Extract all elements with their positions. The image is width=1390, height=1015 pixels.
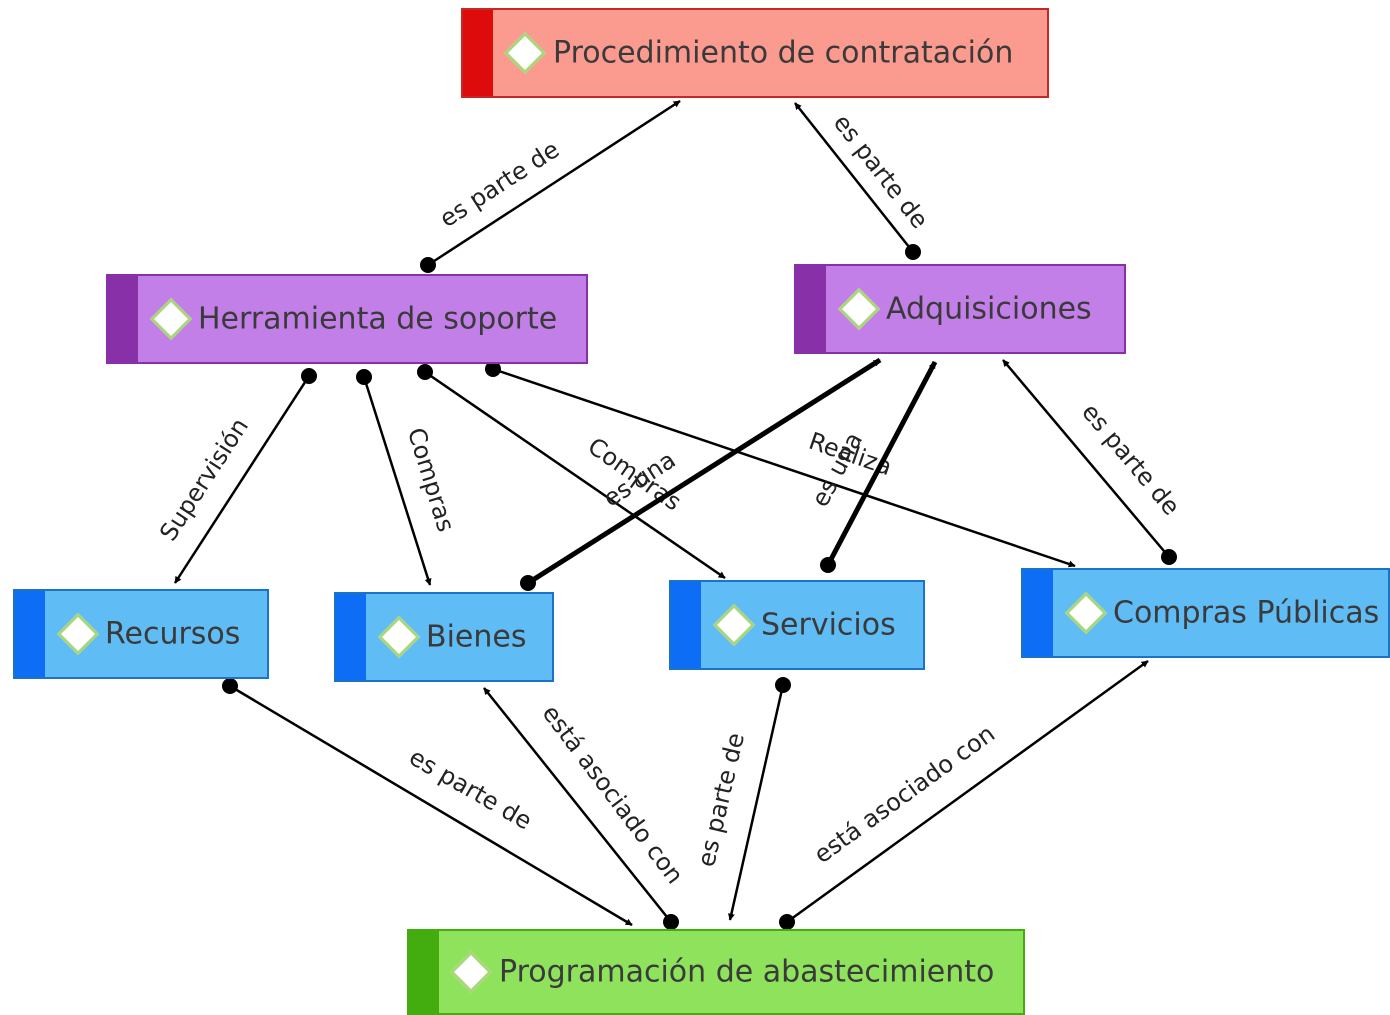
node-stripe bbox=[108, 276, 138, 362]
link-source-dot bbox=[485, 361, 501, 377]
node-label: Bienes bbox=[426, 619, 527, 655]
node-stripe bbox=[796, 266, 826, 352]
node-label: Compras Públicas bbox=[1113, 595, 1380, 631]
link-source-dot bbox=[820, 557, 836, 573]
node-label: Adquisiciones bbox=[886, 291, 1092, 327]
node-label: Programación de abastecimiento bbox=[499, 954, 995, 990]
node-label: Servicios bbox=[761, 607, 896, 643]
link-label: es parte de bbox=[1076, 398, 1185, 521]
node-procedimiento-de-contratacion[interactable]: Procedimiento de contratación bbox=[461, 8, 1049, 98]
diamond-icon bbox=[449, 950, 493, 994]
link-programacion-to-compras_publicas[interactable]: está asociado con bbox=[779, 659, 1149, 930]
link-herramienta-to-procedimiento[interactable]: es parte de bbox=[420, 99, 681, 273]
node-label: Herramienta de soporte bbox=[198, 301, 558, 337]
link-herramienta-to-compras_publicas[interactable]: Realiza bbox=[485, 361, 1076, 568]
node-recursos[interactable]: Recursos bbox=[13, 589, 269, 679]
node-label: Recursos bbox=[105, 616, 241, 652]
diamond-icon bbox=[712, 603, 756, 647]
link-line bbox=[173, 375, 311, 584]
link-servicios-to-programacion[interactable]: es parte de bbox=[692, 677, 791, 921]
link-herramienta-to-recursos[interactable]: Supervisión bbox=[154, 368, 317, 584]
link-line bbox=[825, 360, 938, 567]
link-label: es parte de bbox=[828, 109, 934, 234]
link-label: es parte de bbox=[692, 730, 750, 869]
node-servicios[interactable]: Servicios bbox=[669, 580, 925, 670]
diamond-icon bbox=[1064, 591, 1108, 635]
link-label: está asociado con bbox=[809, 719, 1000, 869]
link-line bbox=[492, 367, 1076, 568]
node-stripe bbox=[15, 591, 45, 677]
node-compras-publicas[interactable]: Compras Públicas bbox=[1021, 568, 1390, 658]
link-label: es parte de bbox=[404, 743, 536, 836]
diamond-icon bbox=[56, 612, 100, 656]
link-source-dot bbox=[775, 677, 791, 693]
link-source-dot bbox=[417, 364, 433, 380]
link-line bbox=[526, 357, 882, 586]
node-bienes[interactable]: Bienes bbox=[334, 592, 554, 682]
diamond-icon bbox=[377, 615, 421, 659]
link-line bbox=[424, 370, 726, 580]
diamond-icon bbox=[149, 297, 193, 341]
link-line bbox=[229, 684, 633, 927]
link-line bbox=[786, 659, 1149, 924]
link-label: está asociado con bbox=[537, 700, 689, 889]
node-programacion-de-abastecimiento[interactable]: Programación de abastecimiento bbox=[407, 929, 1025, 1015]
link-label: Compras bbox=[402, 424, 460, 535]
node-herramienta-de-soporte[interactable]: Herramienta de soporte bbox=[106, 274, 588, 364]
link-line bbox=[427, 99, 681, 267]
link-line bbox=[1002, 359, 1170, 558]
node-stripe bbox=[336, 594, 366, 680]
link-source-dot bbox=[356, 369, 372, 385]
link-compras_publicas-to-adquisiciones[interactable]: es parte de bbox=[1002, 359, 1185, 565]
node-stripe bbox=[409, 931, 439, 1013]
link-herramienta-to-bienes[interactable]: Compras bbox=[356, 369, 460, 586]
link-adquisiciones-to-procedimiento[interactable]: es parte de bbox=[794, 102, 934, 260]
node-stripe bbox=[1023, 570, 1053, 656]
link-source-dot bbox=[222, 678, 238, 694]
link-label: Supervisión bbox=[154, 413, 254, 546]
link-source-dot bbox=[301, 368, 317, 384]
link-source-dot bbox=[420, 257, 436, 273]
node-label: Procedimiento de contratación bbox=[553, 35, 1014, 71]
node-stripe bbox=[463, 10, 493, 96]
link-line bbox=[727, 684, 785, 921]
link-source-dot bbox=[779, 914, 795, 930]
link-source-dot bbox=[905, 244, 921, 260]
link-line bbox=[362, 376, 432, 586]
link-source-dot bbox=[520, 575, 536, 591]
link-source-dot bbox=[1161, 549, 1177, 565]
link-line bbox=[794, 102, 914, 253]
diamond-icon bbox=[503, 31, 547, 75]
link-line bbox=[483, 687, 672, 923]
node-adquisiciones[interactable]: Adquisiciones bbox=[794, 264, 1126, 354]
diamond-icon bbox=[837, 287, 881, 331]
node-stripe bbox=[671, 582, 701, 668]
link-source-dot bbox=[663, 914, 679, 930]
